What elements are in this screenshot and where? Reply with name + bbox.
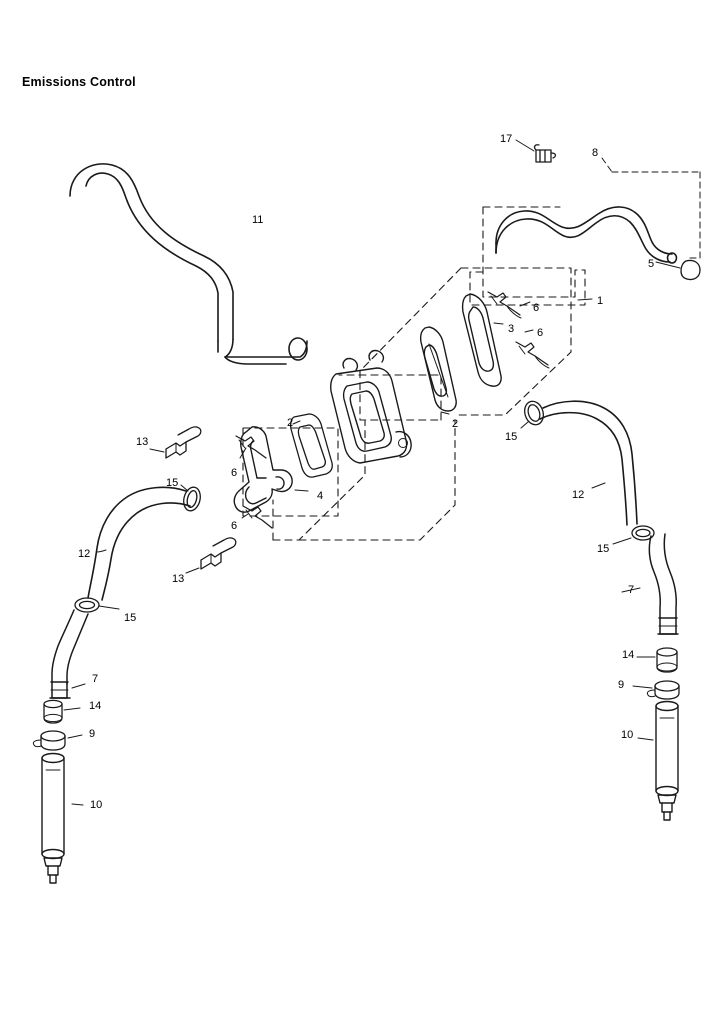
leader-8 <box>601 157 613 173</box>
callout-14-left: 14 <box>89 700 102 712</box>
callout-10-left: 10 <box>90 799 103 811</box>
assembly-outline-5 <box>272 419 456 541</box>
part-11-hose <box>69 163 308 365</box>
callout-2-left: 2 <box>287 417 294 429</box>
leader-14b <box>63 707 81 711</box>
callout-7-right: 7 <box>628 584 635 596</box>
part-4-bracket <box>233 426 293 513</box>
callout-9-right: 9 <box>618 679 625 691</box>
leader-2b <box>440 411 450 415</box>
callout-17: 17 <box>500 133 513 145</box>
callout-10-right: 10 <box>621 729 634 741</box>
part-7-pipe-right <box>648 533 679 635</box>
part-8-hose <box>495 206 678 264</box>
part-10-pipe-right <box>655 700 679 821</box>
callout-12-right: 12 <box>572 489 585 501</box>
assembly-outline-3 <box>338 374 442 421</box>
part-6-screw-bracket-bottom <box>242 505 273 529</box>
leader-7a <box>621 587 641 593</box>
callout-2-right: 2 <box>452 418 459 430</box>
leader-1 <box>577 298 593 301</box>
leader-4 <box>294 489 309 492</box>
leader-9b <box>67 734 83 739</box>
callout-5: 5 <box>648 258 655 270</box>
leader-15a <box>520 421 529 429</box>
leader-9a <box>632 685 653 689</box>
part-1-valve-assembly <box>419 291 550 412</box>
callout-6-bracket-bottom: 6 <box>231 520 238 532</box>
callout-15-right-upper: 15 <box>505 431 518 443</box>
callout-15-right-lower: 15 <box>597 543 610 555</box>
callout-13-lower: 13 <box>172 573 185 585</box>
part-7-pipe-left <box>49 609 89 699</box>
callout-6-bracket-top: 6 <box>231 467 238 479</box>
part-2-gasket-left <box>289 413 333 478</box>
part-9-clamp-right <box>646 680 680 700</box>
part-15-ring-left-lower <box>74 597 100 613</box>
part-14-grommet-right <box>656 647 678 673</box>
leader-15d <box>98 605 120 610</box>
part-13-bolt-lower <box>200 537 237 570</box>
leader-6b <box>524 329 534 333</box>
callout-15-left-lower: 15 <box>124 612 137 624</box>
callout-11: 11 <box>252 214 264 226</box>
part-2-manifold <box>330 349 412 464</box>
leader-6d <box>241 513 249 519</box>
leader-15c <box>612 537 632 545</box>
callout-9-left: 9 <box>89 728 96 740</box>
callout-15-left-upper: 15 <box>166 477 179 489</box>
callout-14-right: 14 <box>622 649 635 661</box>
callout-12-left: 12 <box>78 548 91 560</box>
part-5-cap <box>680 259 701 281</box>
leader-5 <box>655 261 681 269</box>
assembly-outline-1 <box>469 206 586 306</box>
callout-4: 4 <box>317 490 324 502</box>
callout-7-left: 7 <box>92 673 99 685</box>
assembly-outline-2 <box>359 267 572 421</box>
part-12-hose-left <box>87 486 191 601</box>
part-13-bolt-upper <box>165 426 202 459</box>
leader-15b <box>180 484 189 492</box>
page-title: Emissions Control <box>22 75 136 89</box>
leader-6a <box>519 301 531 307</box>
leader-2a <box>292 420 301 425</box>
callout-1: 1 <box>597 295 604 307</box>
part-17-clip <box>533 144 557 163</box>
leader-13a <box>149 448 165 453</box>
part-9-clamp-left <box>32 730 66 751</box>
leader-13b <box>185 567 200 574</box>
part-15-ring-right-lower <box>631 525 655 541</box>
leader-6c <box>239 447 247 459</box>
part-15-ring-left-upper <box>183 486 201 512</box>
leader-3 <box>493 322 504 325</box>
leader-10b <box>71 803 84 806</box>
callout-13-upper: 13 <box>136 436 149 448</box>
leader-10a <box>637 737 654 741</box>
callout-6-lower-right: 6 <box>537 327 544 339</box>
leader-17 <box>515 139 535 152</box>
part-15-ring-right-upper <box>524 400 544 426</box>
leader-7b <box>71 683 86 689</box>
part-6-screw-bracket-top <box>235 435 267 459</box>
leader-12a <box>591 482 606 489</box>
part-10-pipe-left <box>41 752 65 884</box>
callout-3: 3 <box>508 323 515 335</box>
part-12-hose-right <box>539 400 638 526</box>
callout-8: 8 <box>592 147 599 159</box>
leader-12b <box>96 549 107 553</box>
part-14-grommet-left <box>43 699 63 724</box>
callout-6-upper-right: 6 <box>533 302 540 314</box>
